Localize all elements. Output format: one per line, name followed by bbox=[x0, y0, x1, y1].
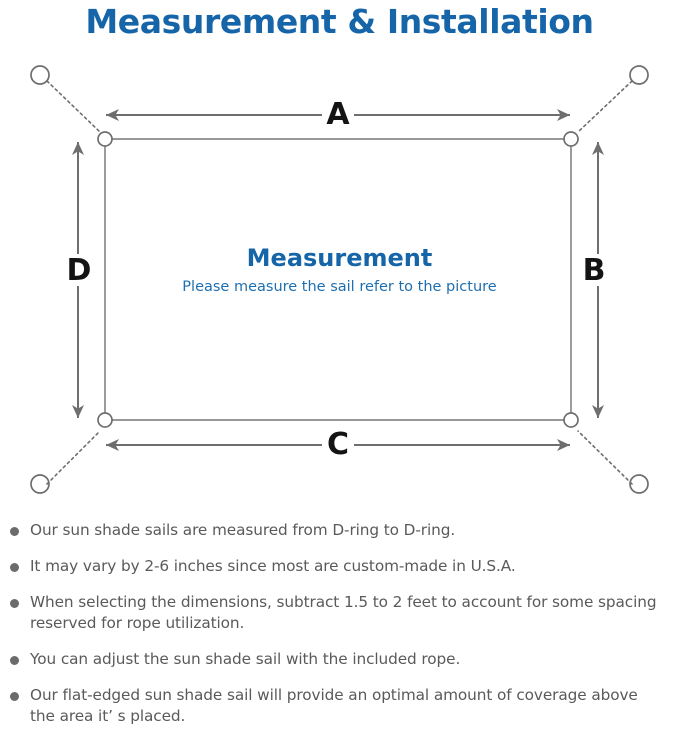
d-ring-bottom-left bbox=[97, 412, 113, 428]
anchor-post-bottom-left bbox=[30, 474, 50, 494]
bullet-icon bbox=[10, 599, 19, 608]
bullet-icon bbox=[10, 563, 19, 572]
d-ring-top-left bbox=[97, 131, 113, 147]
list-item: You can adjust the sun shade sail with t… bbox=[0, 649, 679, 670]
list-item: When selecting the dimensions, subtract … bbox=[0, 592, 679, 634]
note-text: You can adjust the sun shade sail with t… bbox=[30, 650, 461, 668]
anchor-posts bbox=[30, 65, 649, 494]
dimension-label-d: D bbox=[66, 253, 92, 288]
notes-list: Our sun shade sails are measured from D-… bbox=[0, 520, 679, 742]
note-text: Our sun shade sails are measured from D-… bbox=[30, 521, 456, 539]
rope-line-top-left bbox=[46, 80, 101, 133]
bullet-icon bbox=[10, 527, 19, 536]
d-ring-top-right bbox=[563, 131, 579, 147]
list-item: It may vary by 2-6 inches since most are… bbox=[0, 556, 679, 577]
sail-rectangle bbox=[104, 138, 572, 421]
list-item: Our flat-edged sun shade sail will provi… bbox=[0, 685, 679, 727]
anchor-post-bottom-right bbox=[629, 474, 649, 494]
bullet-icon bbox=[10, 656, 19, 665]
dimension-label-b: B bbox=[582, 253, 606, 288]
sail-center-subtext: Please measure the sail refer to the pic… bbox=[182, 279, 497, 295]
bullet-icon bbox=[10, 692, 19, 701]
sail-center-heading: Measurement bbox=[246, 244, 433, 272]
rope-line-top-right bbox=[577, 80, 633, 133]
rope-lines bbox=[46, 80, 633, 485]
d-ring-bottom-right bbox=[563, 412, 579, 428]
anchor-post-top-left bbox=[30, 65, 50, 85]
d-rings bbox=[97, 131, 579, 428]
diagram-svg bbox=[30, 65, 649, 494]
note-text: Our flat-edged sun shade sail will provi… bbox=[30, 686, 638, 725]
list-item: Our sun shade sails are measured from D-… bbox=[0, 520, 679, 541]
sail-measurement-diagram: A B C D Measurement Please measure the s… bbox=[0, 46, 679, 512]
rope-line-bottom-left bbox=[46, 430, 101, 485]
rope-line-bottom-right bbox=[577, 430, 633, 485]
dimension-label-c: C bbox=[326, 427, 350, 462]
dimension-label-a: A bbox=[326, 97, 350, 132]
note-text: It may vary by 2-6 inches since most are… bbox=[30, 557, 516, 575]
page-title: Measurement & Installation bbox=[85, 2, 594, 41]
note-text: When selecting the dimensions, subtract … bbox=[30, 593, 657, 632]
anchor-post-top-right bbox=[629, 65, 649, 85]
